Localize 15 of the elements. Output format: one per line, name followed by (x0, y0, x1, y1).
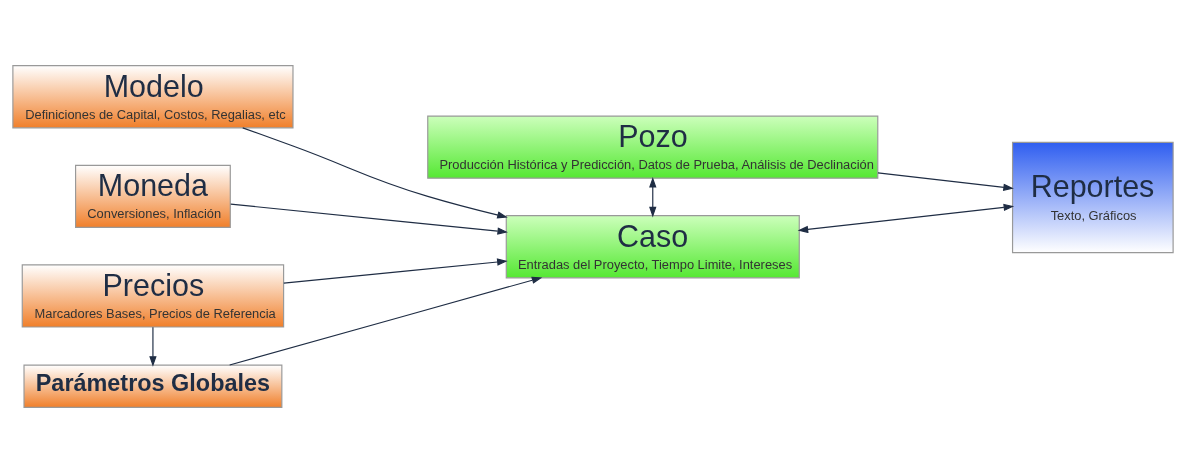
node-box: Modelo Definiciones de Capital, Costos, Regalias, etc (12, 64, 294, 128)
node-box: Reportes Texto, Gráficos (1011, 141, 1174, 253)
arrow (649, 176, 657, 217)
arrow (242, 126, 508, 219)
arrow (229, 276, 543, 366)
node-box: Moneda Conversiones, Inflación (75, 164, 231, 228)
node-box: Parámetros Globales (23, 364, 283, 408)
node-box: Caso Entradas del Proyecto, Tiempo Limite, Intereses (505, 214, 800, 278)
node-box: Precios Marcadores Bases, Precios de Referencia (21, 263, 285, 328)
arrow (797, 203, 1015, 233)
arrow (877, 171, 1014, 191)
arrow (283, 257, 508, 284)
arrow (149, 326, 157, 367)
arrow (230, 203, 508, 235)
node-box: Pozo Producción Histórica y Predicción, Datos de Prueba, Análisis de Declinación (427, 115, 879, 179)
